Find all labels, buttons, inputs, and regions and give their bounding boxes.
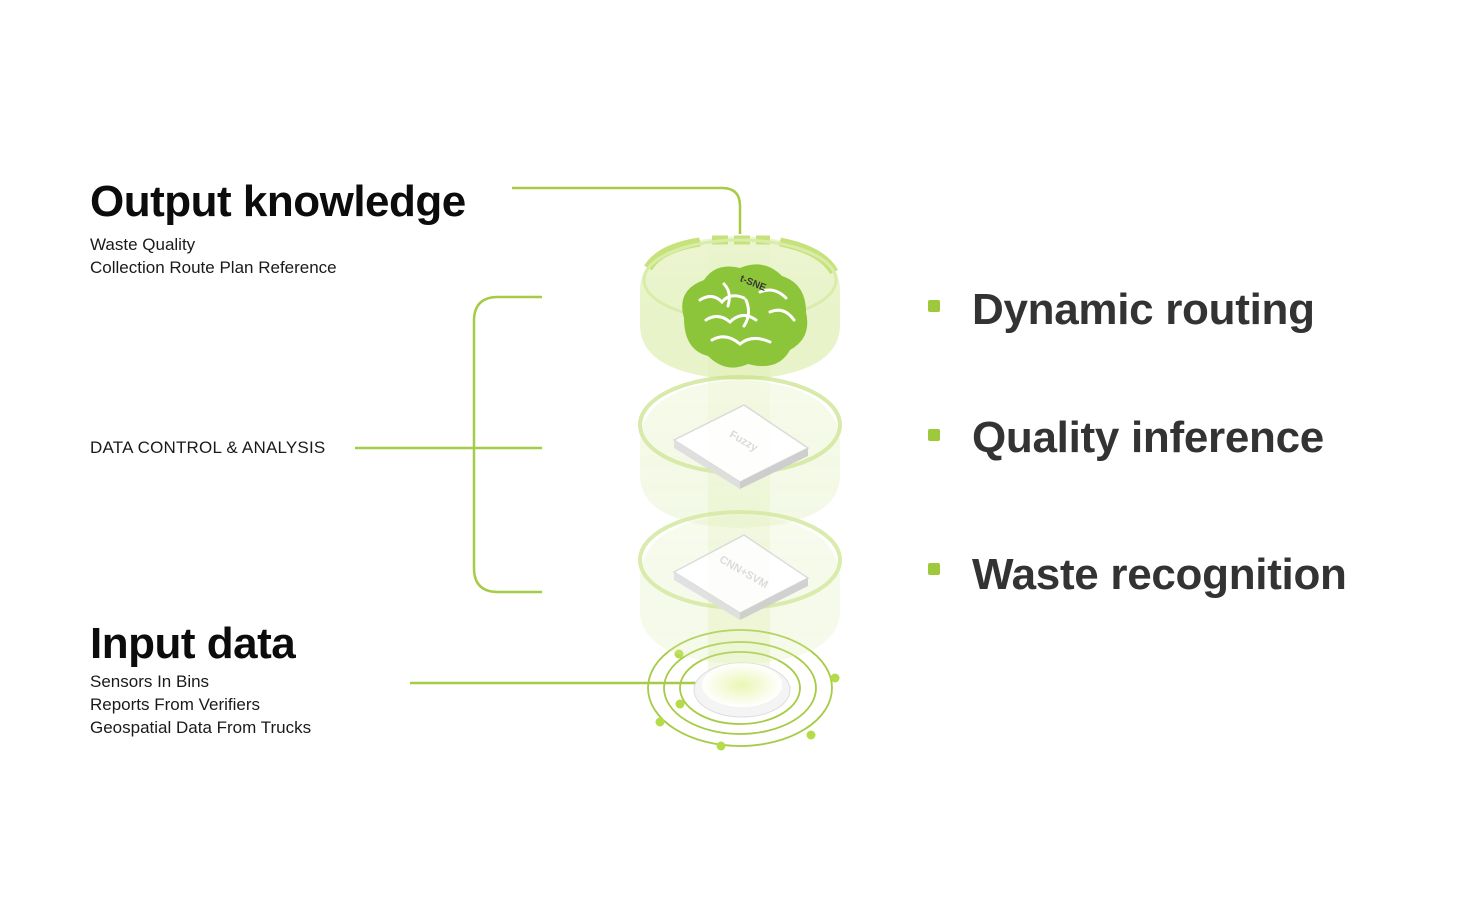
output-item: Waste Quality (90, 235, 196, 254)
feature-dynamic-routing: Dynamic routing (972, 285, 1315, 334)
output-knowledge-title: Output knowledge (90, 177, 466, 226)
bullet-quality-inference (928, 429, 940, 441)
input-items: Sensors In Bins Reports From Verifiers G… (90, 670, 311, 739)
input-item: Reports From Verifiers (90, 695, 261, 714)
output-item: Collection Route Plan Reference (90, 258, 337, 277)
base-platform (647, 629, 840, 751)
input-data-title: Input data (90, 619, 296, 668)
data-control-label: DATA CONTROL & ANALYSIS (90, 438, 326, 457)
bullet-waste-recognition (928, 563, 940, 575)
output-items: Waste Quality Collection Route Plan Refe… (90, 233, 337, 279)
output-connector (512, 186, 742, 234)
layer-tsne: t-SNE (640, 235, 840, 380)
layer-fuzzy: Fuzzy (638, 375, 842, 528)
input-item: Sensors In Bins (90, 672, 210, 691)
brain-icon (682, 264, 808, 368)
bullet-dynamic-routing (928, 300, 940, 312)
analysis-bracket (472, 295, 542, 594)
feature-quality-inference: Quality inference (972, 413, 1324, 462)
layer-cnn-svm: CNN+SVM (638, 510, 842, 664)
feature-waste-recognition: Waste recognition (972, 550, 1347, 599)
input-item: Geospatial Data From Trucks (90, 718, 312, 737)
